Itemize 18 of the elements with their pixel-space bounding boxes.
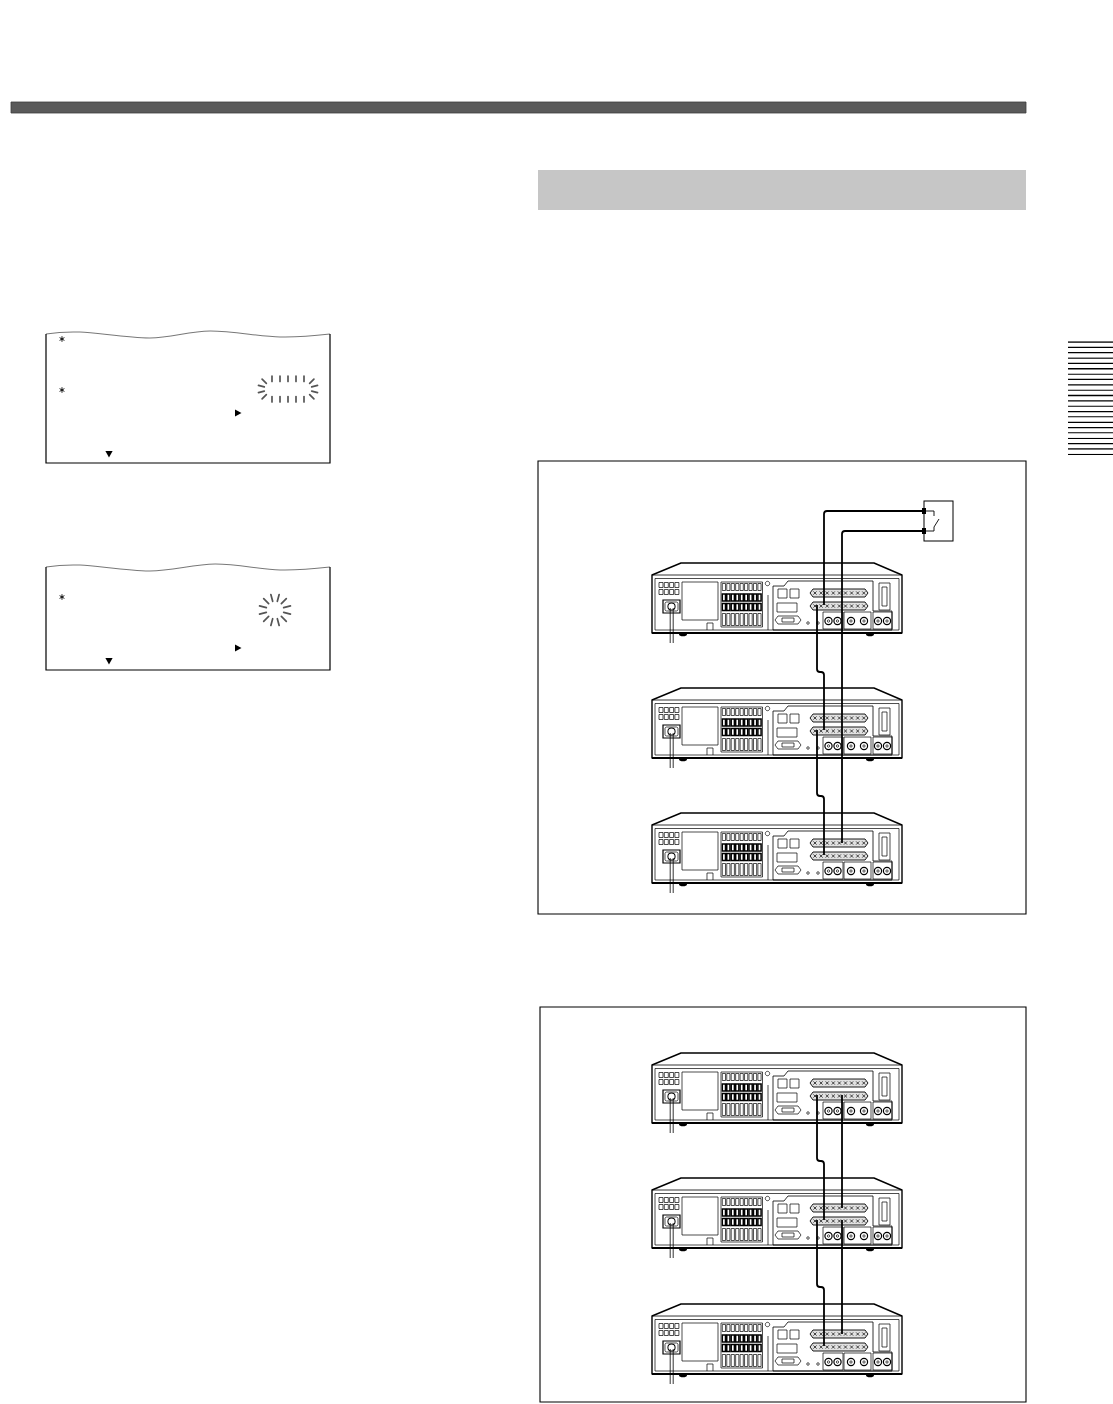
cable — [841, 1219, 843, 1335]
video-recorder-drawing — [651, 1177, 903, 1259]
cable — [816, 1094, 825, 1221]
cable — [816, 729, 825, 856]
video-recorder-drawing — [651, 562, 903, 644]
cable — [816, 604, 825, 731]
cable — [841, 1094, 843, 1209]
cable — [841, 530, 925, 594]
cable — [841, 592, 843, 719]
video-recorder-drawing — [651, 1052, 903, 1134]
switch-box — [922, 500, 954, 542]
video-recorder-drawing — [651, 1303, 903, 1385]
video-recorder-drawing — [651, 687, 903, 769]
video-recorder-drawing — [651, 812, 903, 894]
heading-band — [538, 170, 1026, 210]
cable — [816, 1219, 825, 1347]
cable — [823, 510, 925, 606]
cable — [841, 717, 843, 844]
